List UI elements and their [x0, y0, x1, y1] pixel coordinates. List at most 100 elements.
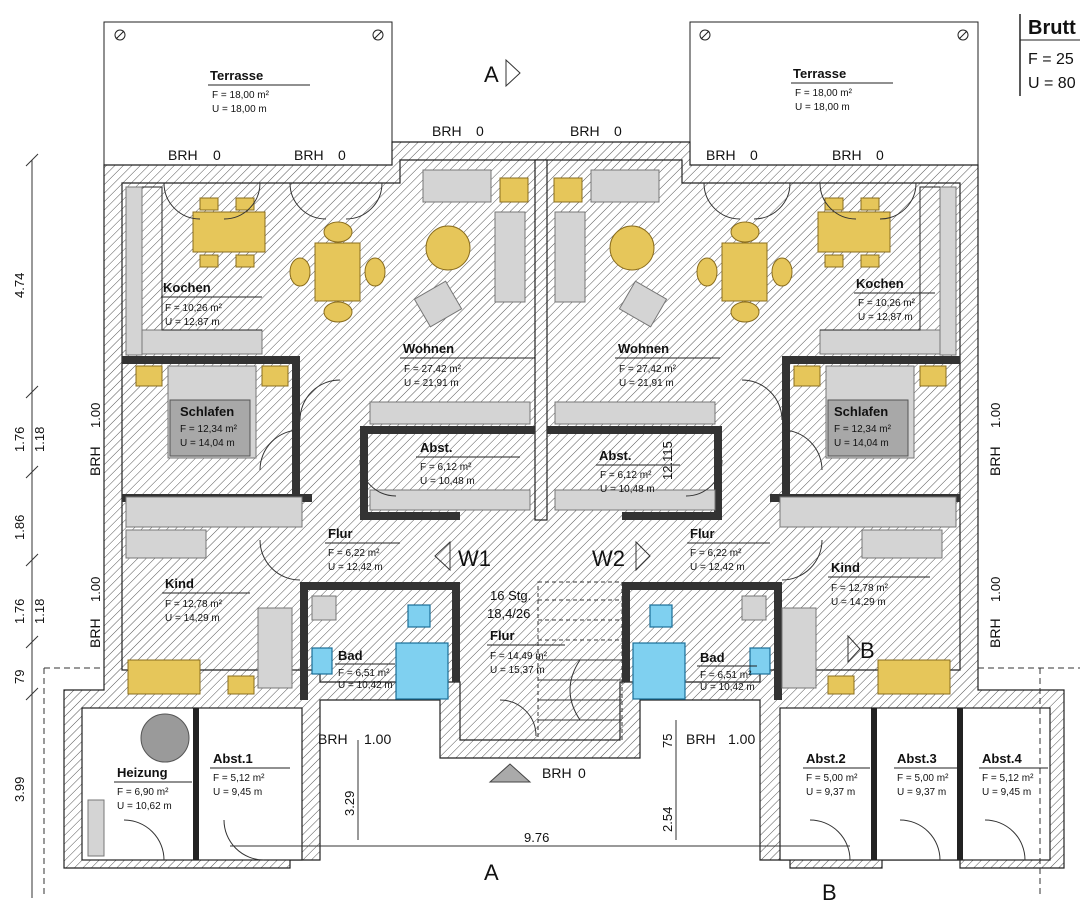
svg-text:F = 10,26 m²: F = 10,26 m² — [165, 303, 223, 314]
svg-text:BRH: BRH — [542, 765, 572, 781]
svg-text:F = 5,00 m²: F = 5,00 m² — [897, 773, 949, 784]
section-b-right: B — [860, 638, 875, 663]
svg-text:Terrasse: Terrasse — [210, 68, 263, 83]
svg-text:BRH: BRH — [570, 123, 600, 139]
unit-w1: W1 — [458, 546, 491, 571]
svg-text:BRH: BRH — [832, 147, 862, 163]
svg-text:79: 79 — [12, 670, 27, 684]
svg-text:U = 18,00 m: U = 18,00 m — [795, 102, 850, 113]
svg-text:Kochen: Kochen — [856, 276, 904, 291]
bathroom-fixtures — [311, 595, 771, 700]
svg-text:U = 9,37 m: U = 9,37 m — [806, 787, 855, 798]
room-kochen-right: Kochen F = 10,26 m² U = 12,87 m — [854, 276, 935, 323]
entrance-triangle-icon — [488, 763, 532, 783]
room-abst1: Abst.1F = 5,12 m²U = 9,45 m — [210, 751, 290, 798]
svg-text:0: 0 — [578, 765, 586, 781]
room-abst4: Abst.4 F = 5,12 m² U = 9,45 m — [979, 751, 1048, 798]
svg-text:U = 15,37 m: U = 15,37 m — [490, 665, 545, 676]
svg-text:U = 12,87 m: U = 12,87 m — [165, 317, 220, 328]
dimension-texts: 4.74 1.76 1.18 1.86 1.76 1.18 79 3.99 1.… — [12, 273, 1003, 845]
svg-text:F = 10,26 m²: F = 10,26 m² — [858, 298, 916, 309]
svg-text:Flur: Flur — [490, 628, 515, 643]
svg-text:Abst.1: Abst.1 — [213, 751, 253, 766]
svg-text:F = 27,42 m²: F = 27,42 m² — [404, 364, 462, 375]
svg-text:12.115: 12.115 — [660, 441, 675, 480]
svg-text:F = 5,12 m²: F = 5,12 m² — [982, 773, 1034, 784]
svg-text:Flur: Flur — [690, 526, 715, 541]
svg-text:F = 6,22 m²: F = 6,22 m² — [690, 548, 742, 559]
svg-text:BRH: BRH — [318, 731, 348, 747]
svg-text:Abst.3: Abst.3 — [897, 751, 937, 766]
svg-text:3.99: 3.99 — [12, 777, 27, 802]
svg-text:Kind: Kind — [165, 576, 194, 591]
svg-text:1.00: 1.00 — [988, 403, 1003, 428]
svg-text:0: 0 — [338, 147, 346, 163]
svg-text:U = 12,42 m: U = 12,42 m — [328, 562, 383, 573]
svg-text:Wohnen: Wohnen — [403, 341, 454, 356]
svg-text:U = 14,29 m: U = 14,29 m — [165, 613, 220, 624]
svg-text:Schlafen: Schlafen — [834, 404, 888, 419]
kitchen-counter-right — [939, 186, 957, 356]
svg-text:BRH: BRH — [168, 147, 198, 163]
legend-line1: F = 25 — [1028, 51, 1074, 68]
dimension-lines — [25, 153, 850, 898]
lower-right-block — [779, 707, 1051, 861]
svg-text:U = 12,87 m: U = 12,87 m — [858, 312, 913, 323]
svg-text:F = 6,90 m²: F = 6,90 m² — [117, 787, 169, 798]
svg-text:Abst.4: Abst.4 — [982, 751, 1023, 766]
svg-text:1.76: 1.76 — [12, 427, 27, 452]
room-flur-center: Flur F = 14,49 m² U = 15,37 m — [487, 628, 565, 676]
svg-text:1.00: 1.00 — [728, 731, 755, 747]
dining-table-right — [817, 197, 891, 268]
w2-arrow-icon — [635, 540, 651, 572]
room-abst3: Abst.3 F = 5,00 m² U = 9,37 m — [894, 751, 958, 798]
svg-text:F = 14,49 m²: F = 14,49 m² — [490, 651, 548, 662]
svg-text:BRH: BRH — [87, 446, 103, 476]
svg-text:Heizung: Heizung — [117, 765, 168, 780]
svg-text:F = 12,78 m²: F = 12,78 m² — [165, 599, 223, 610]
svg-text:BRH: BRH — [432, 123, 462, 139]
section-a-arrow-icon — [505, 58, 521, 88]
svg-text:U = 10,42 m: U = 10,42 m — [700, 682, 755, 693]
svg-text:Flur: Flur — [328, 526, 353, 541]
svg-text:BRH: BRH — [686, 731, 716, 747]
legend-title: Brutt — [1028, 17, 1076, 39]
svg-text:1.18: 1.18 — [32, 599, 47, 624]
round-table-set-right — [609, 221, 793, 323]
svg-text:BRH: BRH — [987, 618, 1003, 648]
w1-arrow-icon — [434, 540, 451, 572]
terrace-screw-icons — [114, 29, 969, 41]
svg-text:U = 18,00 m: U = 18,00 m — [212, 104, 267, 115]
svg-text:BRH: BRH — [706, 147, 736, 163]
stairs-steps: 16 Stg. — [490, 588, 531, 603]
room-abst2: Abst.2F = 5,00 m²U = 9,37 m — [803, 751, 870, 798]
svg-text:Abst.: Abst. — [599, 448, 632, 463]
room-abst-left: Abst.F = 6,12 m²U = 10,48 m — [416, 440, 520, 487]
lower-left-block — [81, 707, 303, 861]
svg-text:F = 6,12 m²: F = 6,12 m² — [420, 462, 472, 473]
svg-text:U = 21,91 m: U = 21,91 m — [404, 378, 459, 389]
stairs — [537, 581, 623, 741]
svg-text:0: 0 — [213, 147, 221, 163]
unit-w2: W2 — [592, 546, 625, 571]
svg-text:U = 9,45 m: U = 9,45 m — [982, 787, 1031, 798]
svg-text:F = 6,51 m²: F = 6,51 m² — [338, 668, 390, 679]
svg-text:F = 5,12 m²: F = 5,12 m² — [213, 773, 265, 784]
svg-text:F = 12,34 m²: F = 12,34 m² — [180, 424, 238, 435]
room-wohnen-left: Wohnen F = 27,42 m² U = 21,91 m — [400, 341, 535, 389]
svg-text:BRH: BRH — [987, 446, 1003, 476]
svg-text:F = 18,00 m²: F = 18,00 m² — [212, 90, 270, 101]
svg-text:3.29: 3.29 — [342, 791, 357, 816]
svg-text:Kind: Kind — [831, 560, 860, 575]
svg-text:U = 14,04 m: U = 14,04 m — [834, 438, 889, 449]
svg-text:U = 9,37 m: U = 9,37 m — [897, 787, 946, 798]
svg-text:BRH: BRH — [294, 147, 324, 163]
svg-text:0: 0 — [614, 123, 622, 139]
kitchen-counter-left — [125, 186, 143, 356]
svg-text:1.76: 1.76 — [12, 599, 27, 624]
svg-text:Bad: Bad — [338, 648, 363, 663]
